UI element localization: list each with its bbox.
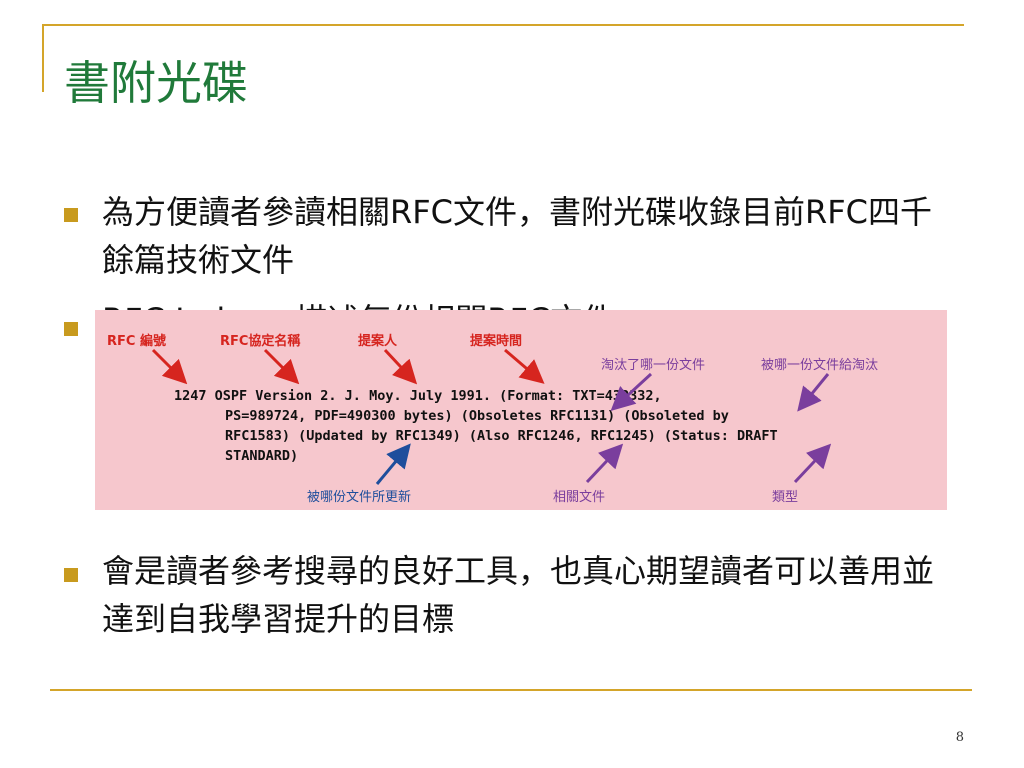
label-obsoletes: 淘汰了哪一份文件 [601,358,706,373]
code-line-1: 1247 OSPF Version 2. J. Moy. July 1991. … [174,388,662,404]
label-type: 類型 [772,490,799,505]
code-line-3: RFC1583) (Updated by RFC1349) (Also RFC1… [225,428,778,444]
label-obsoleted-by: 被哪一份文件給淘汰 [761,358,879,373]
code-line-2: PS=989724, PDF=490300 bytes) (Obsoletes … [225,408,729,424]
bottom-border-line [50,689,972,691]
arrow-type [793,443,832,484]
label-related: 相關文件 [553,490,606,505]
bullet-text-3: 會是讀者參考搜尋的良好工具，也真心期望讀者可以善用並達到自我學習提升的目標 [102,552,935,638]
label-proposal-time: 提案時間 [470,334,523,349]
arrow-rfc-name [263,348,300,385]
slide-title: 書附光碟 [64,56,248,110]
label-updated-by: 被哪份文件所更新 [307,490,412,505]
label-rfc-name: RFC協定名稱 [220,334,301,349]
arrow-updated-by [375,443,411,485]
page-number: 8 [955,730,964,745]
arrow-obsoletes [610,372,653,412]
annotation-arrows [151,348,832,485]
code-line-4: STANDARD) [225,448,299,464]
bullet-text-1: 為方便讀者參讀相關RFC文件，書附光碟收錄目前RFC四千餘篇技術文件 [102,193,932,279]
bullet-text-2: RFC Index，描述每份相關RFC文件 [102,296,962,310]
arrow-proposal-time [504,348,545,384]
arrow-rfc-number [151,348,188,385]
left-border-line [42,24,44,92]
arrow-proposer [383,348,418,385]
arrow-related [585,443,624,484]
bullet-marker [64,568,78,582]
top-border-line [42,24,964,26]
arrow-obsoleted-by [797,373,830,412]
bullet-marker [64,208,78,222]
label-proposer: 提案人 [358,334,398,349]
label-rfc-number: RFC 編號 [107,334,166,349]
bullet-marker [64,322,78,336]
